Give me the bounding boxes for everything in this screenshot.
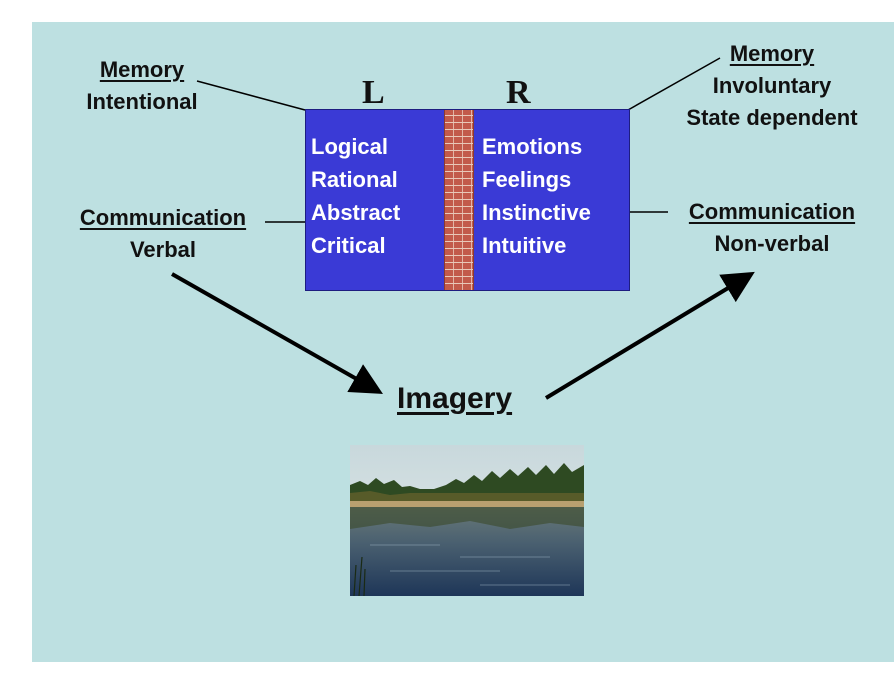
lake-landscape-photo xyxy=(350,445,584,596)
left-trait: Critical xyxy=(311,233,386,258)
memory-right-connector xyxy=(627,57,721,111)
left-traits-list: Logical Rational Abstract Critical xyxy=(311,130,400,262)
right-communication-subtitle: Non-verbal xyxy=(714,231,830,256)
brick-wall-divider xyxy=(444,110,474,290)
left-trait: Rational xyxy=(311,167,398,192)
left-hemisphere-label: L xyxy=(362,74,385,111)
right-trait: Instinctive xyxy=(482,200,591,225)
imagery-label: Imagery xyxy=(397,382,513,415)
arrow-verbal-to-imagery xyxy=(171,272,383,394)
right-memory-line1: Involuntary xyxy=(712,73,832,98)
right-trait: Feelings xyxy=(482,167,572,192)
left-memory-subtitle: Intentional xyxy=(86,89,198,114)
right-communication-title: Communication xyxy=(688,199,856,224)
left-memory-label: Memory Intentional xyxy=(72,54,212,118)
right-hemisphere-label: R xyxy=(506,74,531,111)
left-trait: Abstract xyxy=(311,200,401,225)
right-traits-list: Emotions Feelings Instinctive Intuitive xyxy=(482,130,591,262)
brain-hemispheres-box: Logical Rational Abstract Critical Emoti… xyxy=(305,109,630,291)
connector-lines xyxy=(171,57,755,400)
left-communication-label: Communication Verbal xyxy=(58,202,268,266)
left-memory-title: Memory xyxy=(99,57,185,82)
right-memory-line2: State dependent xyxy=(686,105,858,130)
right-trait: Intuitive xyxy=(482,233,567,258)
slide: Memory Intentional L R Memory Involuntar… xyxy=(32,22,894,662)
left-communication-subtitle: Verbal xyxy=(129,237,197,262)
left-communication-title: Communication xyxy=(79,205,247,230)
right-trait: Emotions xyxy=(482,134,583,159)
right-communication-label: Communication Non-verbal xyxy=(662,196,882,260)
right-memory-title: Memory xyxy=(729,41,815,66)
memory-left-connector xyxy=(196,80,306,111)
right-memory-label: Memory Involuntary State dependent xyxy=(677,38,867,134)
arrow-imagery-to-nonverbal xyxy=(544,271,755,400)
left-trait: Logical xyxy=(311,134,389,159)
